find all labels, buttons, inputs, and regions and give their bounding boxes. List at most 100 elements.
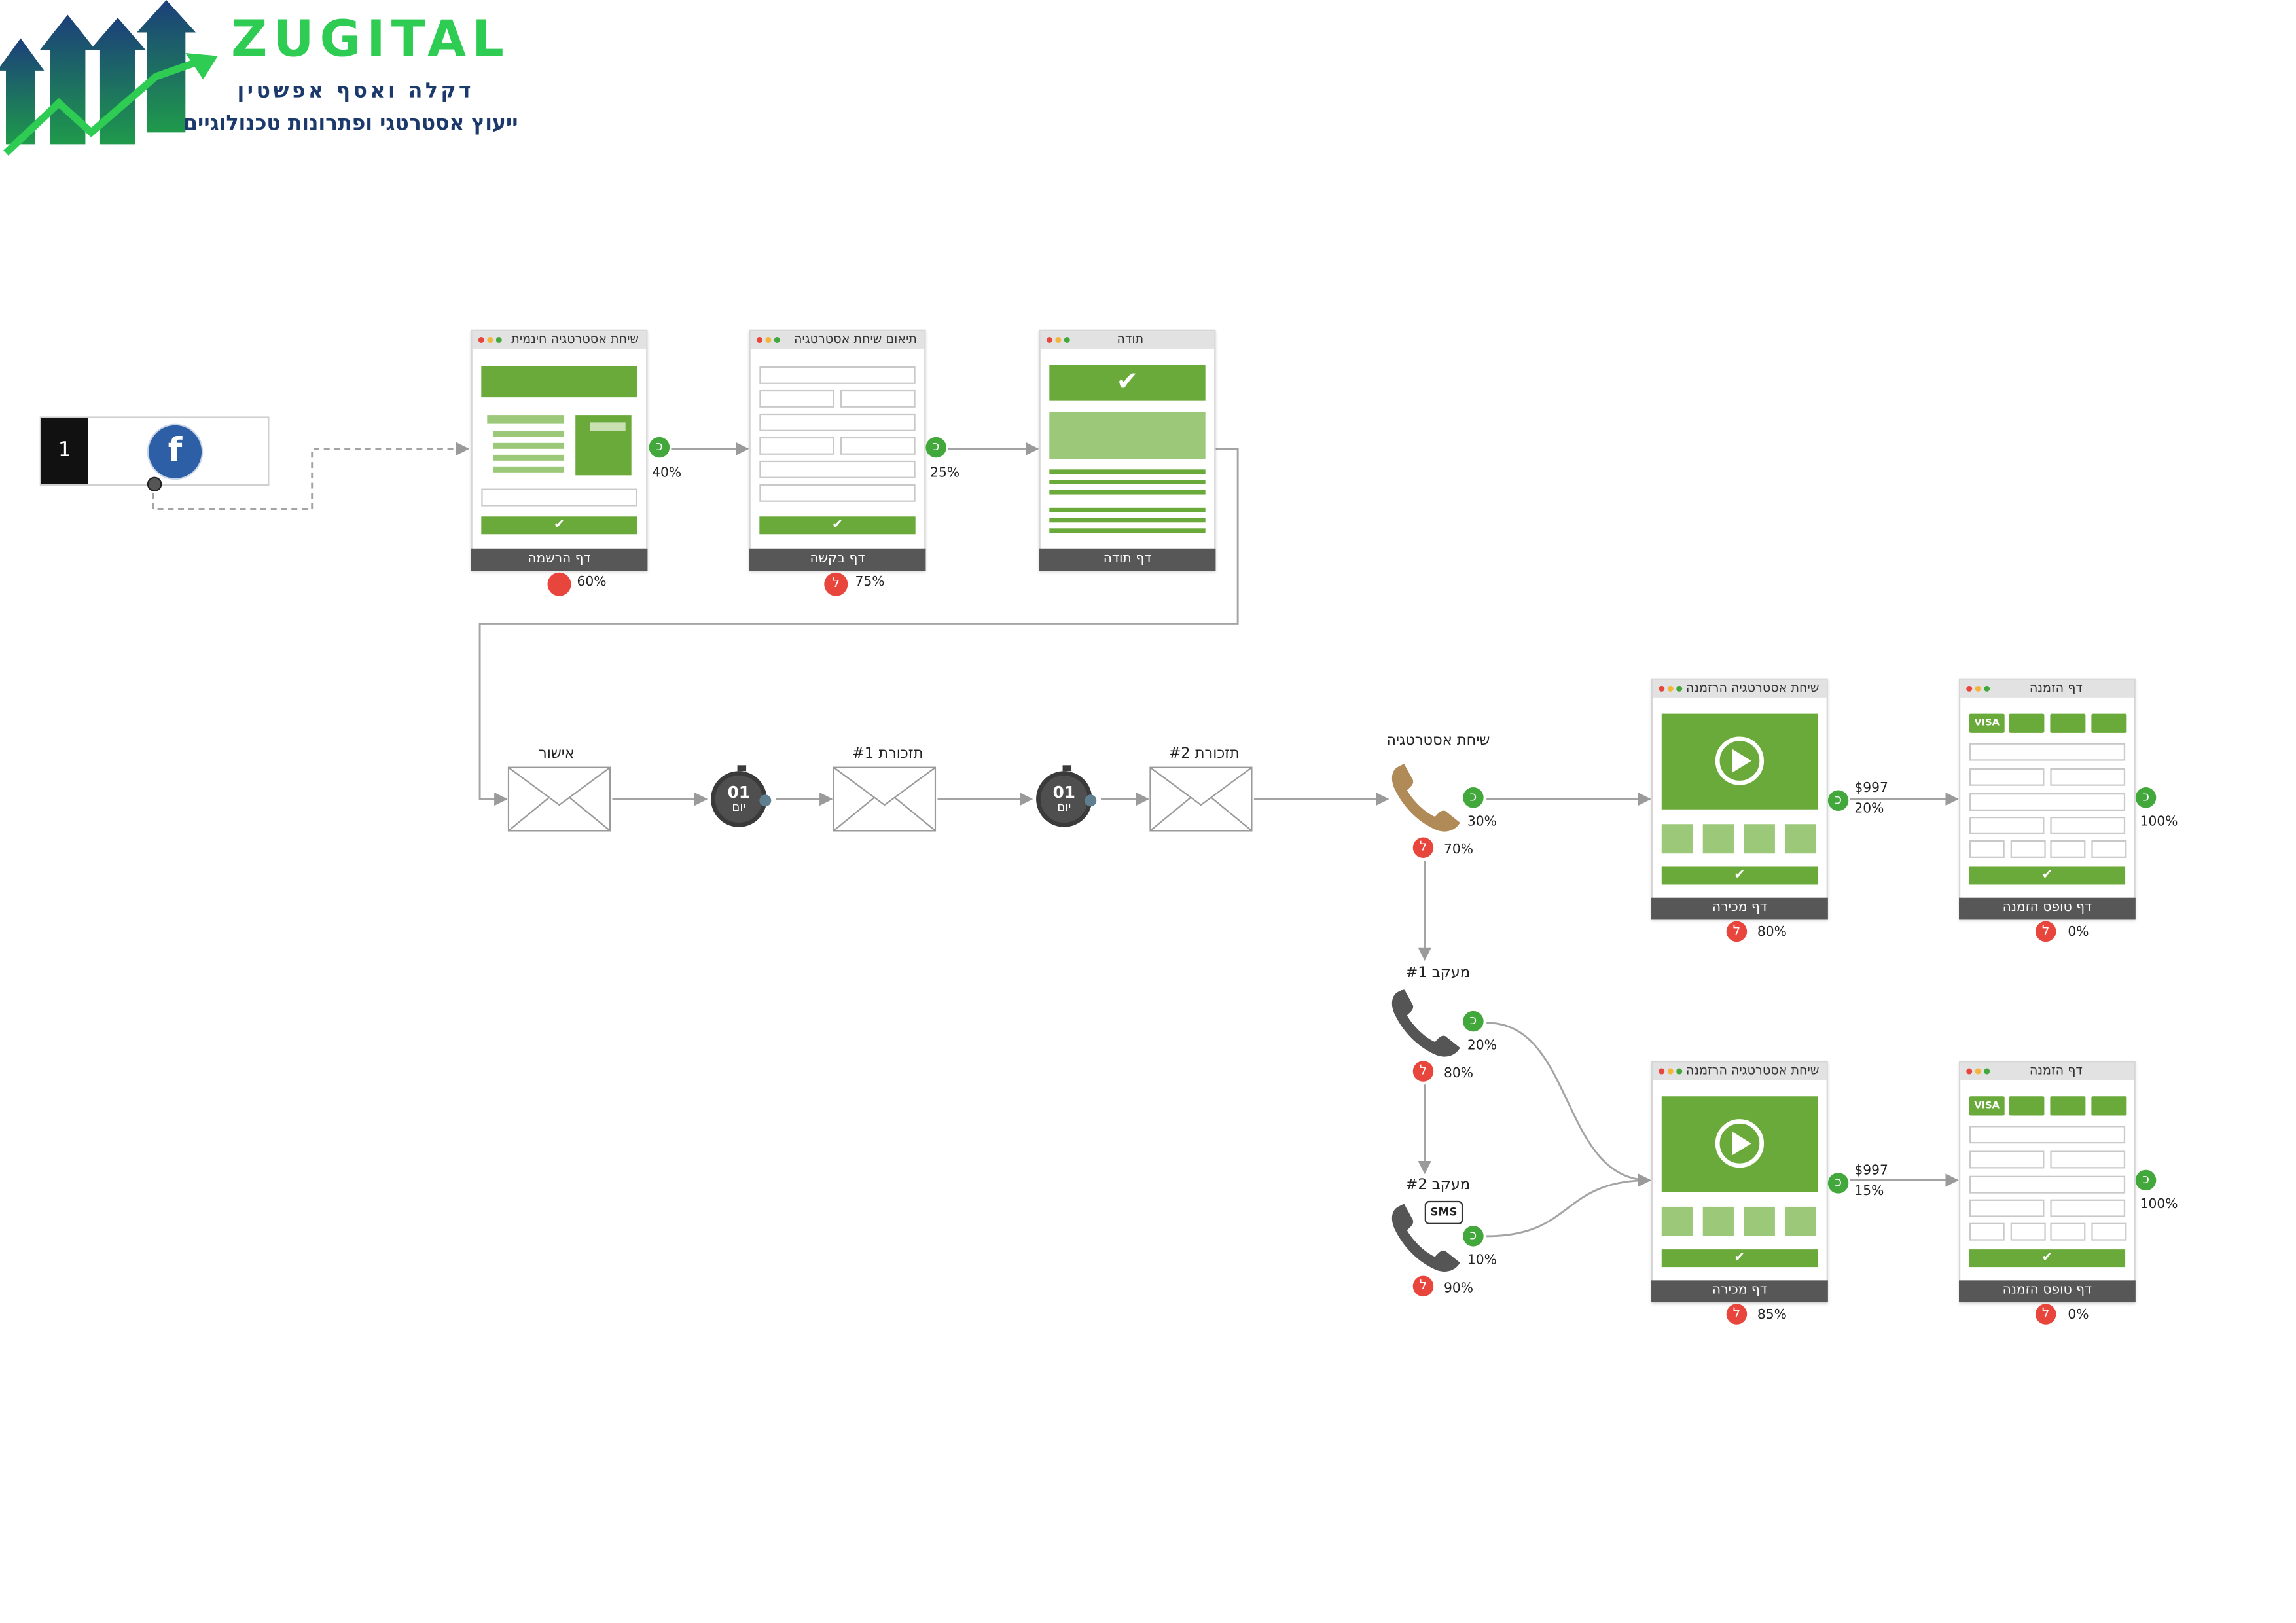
- approval-email-icon[interactable]: [507, 766, 611, 832]
- order-bar-title: דף הזמנה: [2029, 681, 2083, 696]
- brand-tagline: ייעוץ אסטרטגי ופתרונות טכנולוגיים: [183, 111, 518, 135]
- order1-no-pct: 0%: [2068, 925, 2089, 940]
- sales-footer: דף מכירה: [1651, 1280, 1828, 1303]
- connector-thanks-to-approval: [478, 448, 1239, 806]
- delay-timer-1[interactable]: 01 יום: [711, 765, 772, 827]
- call-yes-pct: 30%: [1467, 815, 1497, 830]
- request-yes-badge[interactable]: כ: [925, 437, 946, 458]
- registration-yes-pct: 40%: [652, 466, 682, 482]
- sales2-no-badge[interactable]: ל: [1726, 1304, 1748, 1325]
- request-footer: דף בקשה: [749, 548, 926, 571]
- order2-no-pct: 0%: [2068, 1308, 2089, 1323]
- discover-icon: [2050, 713, 2086, 733]
- followup1-no-pct: 80%: [1443, 1067, 1473, 1082]
- followup1-yes-badge[interactable]: כ: [1463, 1010, 1484, 1032]
- request-yes-pct: 25%: [930, 466, 960, 482]
- order-footer: דף טופס הזמנה: [1958, 897, 2136, 920]
- phone-icon[interactable]: [1390, 1201, 1463, 1274]
- followup2-no-pct: 90%: [1443, 1281, 1473, 1297]
- connector-followup1-to-sales2: [1486, 1022, 1651, 1187]
- order1-no-badge[interactable]: ל: [2035, 921, 2056, 942]
- call-no-badge[interactable]: ל: [1412, 837, 1434, 858]
- sales-buy-button: ✔: [1661, 1249, 1818, 1268]
- visa-icon: VISA: [1969, 1096, 2005, 1116]
- reminder2-email-icon[interactable]: [1149, 766, 1253, 832]
- order2-yes-pct: 100%: [2140, 1198, 2178, 1213]
- followup2-yes-badge[interactable]: כ: [1463, 1226, 1484, 1247]
- strategy-call-label: שיחת אסטרטגיה: [1386, 732, 1490, 749]
- sales2-no-pct: 85%: [1757, 1308, 1787, 1323]
- order-page-node-1[interactable]: דף הזמנה VISA ✔ דף טופס הזמנה: [1958, 678, 2136, 920]
- brand-name: ZUGITAL: [231, 10, 510, 69]
- phone-icon[interactable]: [1390, 761, 1463, 834]
- mastercard-icon: [2009, 713, 2045, 733]
- checkmark-icon: ✔: [1049, 365, 1206, 401]
- followup1-label: מעקב #1: [1405, 965, 1471, 982]
- discover-icon: [2050, 1096, 2086, 1116]
- followup2-label: מעקב #2: [1405, 1177, 1471, 1194]
- sales1-price: $997: [1854, 781, 1888, 796]
- followup1-no-badge[interactable]: ל: [1412, 1061, 1434, 1082]
- sales2-yes-badge[interactable]: כ: [1827, 1173, 1849, 1194]
- registration-yes-badge[interactable]: כ: [649, 437, 670, 458]
- registration-no-pct: 60%: [577, 575, 607, 590]
- sales1-no-pct: 80%: [1757, 925, 1787, 940]
- reminder1-email-label: תזכורת #1: [852, 746, 924, 762]
- mastercard-icon: [2009, 1096, 2045, 1116]
- sales1-yes-badge[interactable]: כ: [1827, 790, 1849, 812]
- thanks-footer: דף תודה: [1039, 548, 1216, 571]
- timer-connector-handle[interactable]: [759, 794, 772, 807]
- request-no-badge[interactable]: ל: [824, 572, 848, 596]
- phone-icon[interactable]: [1390, 986, 1463, 1060]
- followup2-yes-pct: 10%: [1467, 1253, 1497, 1269]
- amex-icon: [2091, 1096, 2127, 1116]
- approval-email-label: אישור: [539, 746, 575, 762]
- registration-submit-button: ✔: [481, 516, 637, 535]
- order-page-node-2[interactable]: דף הזמנה VISA ✔ דף טופס הזמנה: [1958, 1061, 2136, 1303]
- thanks-page-node[interactable]: תודה ✔ דף תודה: [1039, 329, 1216, 571]
- order-submit-button: ✔: [1969, 866, 2126, 885]
- request-submit-button: ✔: [759, 516, 916, 535]
- request-page-node[interactable]: תיאום שיחת אסטרטגיה ✔ דף בקשה: [749, 329, 926, 571]
- reminder1-email-icon[interactable]: [833, 766, 937, 832]
- sales1-no-badge[interactable]: ל: [1726, 921, 1748, 942]
- connector-followup2-to-sales2: [1486, 1173, 1651, 1238]
- ebook-icon: [575, 415, 632, 476]
- sms-badge-icon: SMS: [1424, 1200, 1463, 1224]
- request-bar-title: תיאום שיחת אסטרטגיה: [793, 332, 917, 348]
- followup2-no-badge[interactable]: ל: [1412, 1275, 1434, 1297]
- order-submit-button: ✔: [1969, 1249, 2126, 1268]
- order1-yes-badge[interactable]: כ: [2135, 787, 2157, 808]
- registration-footer: דף הרשמה: [471, 548, 648, 571]
- sales-footer: דף מכירה: [1651, 897, 1828, 920]
- order2-yes-badge[interactable]: כ: [2135, 1169, 2157, 1191]
- video-play-icon: [1661, 1096, 1818, 1192]
- source-connector-handle[interactable]: [147, 476, 162, 492]
- order2-no-badge[interactable]: ל: [2035, 1304, 2056, 1325]
- sales-buy-button: ✔: [1661, 866, 1818, 885]
- order-footer: דף טופס הזמנה: [1958, 1280, 2136, 1303]
- sales1-yes-pct: 20%: [1854, 802, 1884, 817]
- sales-bar-title: שיחת אסטרטגיה הרזמנה: [1685, 681, 1820, 696]
- zugital-logo-icon: [0, 0, 218, 156]
- registration-no-badge[interactable]: [547, 572, 571, 596]
- order1-yes-pct: 100%: [2140, 815, 2178, 830]
- request-no-pct: 75%: [855, 575, 885, 590]
- timer-connector-handle[interactable]: [1085, 794, 1097, 807]
- source-number: 1: [41, 418, 88, 484]
- registration-page-node[interactable]: שיחת אסטרטגיה חינמית ✔ דף הרשמה: [471, 329, 648, 571]
- sales-page-node-2[interactable]: שיחת אסטרטגיה הרזמנה ✔ דף מכירה: [1651, 1061, 1828, 1303]
- brand-owners: דקלה ואסף אפשטין: [237, 79, 475, 103]
- call-yes-badge[interactable]: כ: [1463, 787, 1484, 808]
- connector-source-to-registration: [152, 442, 470, 510]
- sales-page-node-1[interactable]: שיחת אסטרטגיה הרזמנה ✔ דף מכירה: [1651, 678, 1828, 920]
- amex-icon: [2091, 713, 2127, 733]
- delay-timer-2[interactable]: 01 יום: [1036, 765, 1097, 827]
- video-play-icon: [1661, 713, 1818, 810]
- traffic-source-node[interactable]: 1 f: [39, 416, 270, 486]
- thanks-bar-title: תודה: [1117, 332, 1144, 348]
- registration-bar-title: שיחת אסטרטגיה חינמית: [511, 332, 639, 348]
- facebook-ads-icon: f: [147, 423, 204, 480]
